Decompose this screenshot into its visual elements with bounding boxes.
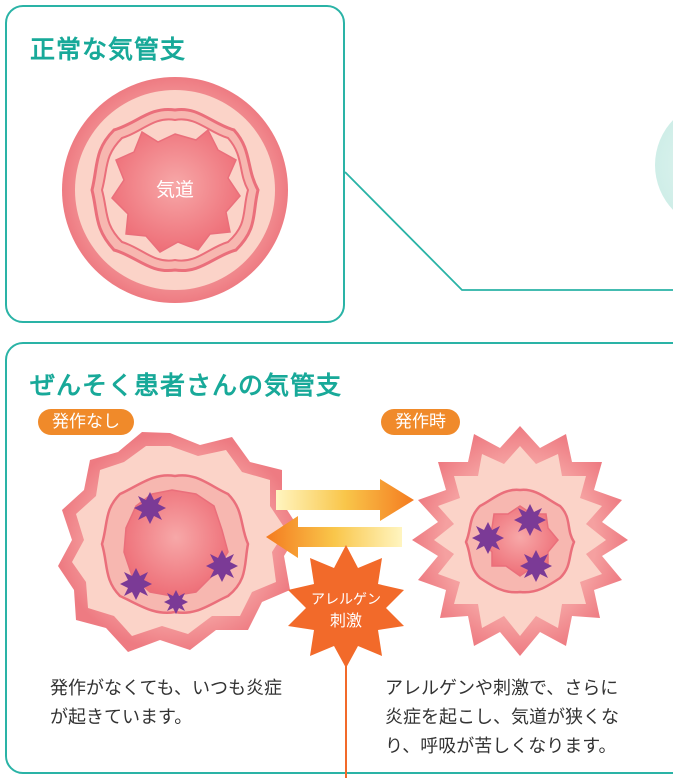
no-attack-description: 発作がなくても、いつも炎症 が起きています。 (50, 678, 283, 728)
inflammation-cell (120, 568, 152, 600)
normal-airway-lumen (111, 128, 241, 253)
asthma-bronchus-title: ぜんそく患者さんの気管支 (30, 371, 343, 400)
inflammation-cell (472, 522, 504, 554)
arrow-to-attack (276, 479, 414, 521)
no-attack-bronchus (58, 432, 300, 652)
normal-bronchus-title: 正常な気管支 (30, 35, 187, 64)
attack-description: アレルゲンや刺激で、さらに 炎症を起こし、気道が狭くな り、呼吸が苦しくなります… (385, 678, 619, 757)
inflammation-cell (164, 590, 188, 614)
normal-bronchus-crosssection (62, 77, 288, 303)
connector-line (344, 171, 673, 291)
trigger-label-line1: アレルゲン (311, 592, 381, 608)
inflammation-cell (134, 492, 166, 524)
zoom-bubble (655, 120, 673, 210)
inflammation-cell (206, 550, 238, 582)
trigger-label-line2: 刺激 (330, 611, 362, 630)
inflammation-cells (120, 492, 552, 614)
inflammation-cell (514, 504, 546, 536)
inflammation-cell (520, 550, 552, 582)
trigger-burst (288, 545, 404, 668)
attack-bronchus (412, 426, 628, 656)
no-attack-badge: 発作なし (38, 409, 134, 435)
airway-label: 気道 (156, 179, 194, 201)
arrow-to-no-attack (266, 516, 402, 558)
attack-badge: 発作時 (381, 409, 460, 435)
